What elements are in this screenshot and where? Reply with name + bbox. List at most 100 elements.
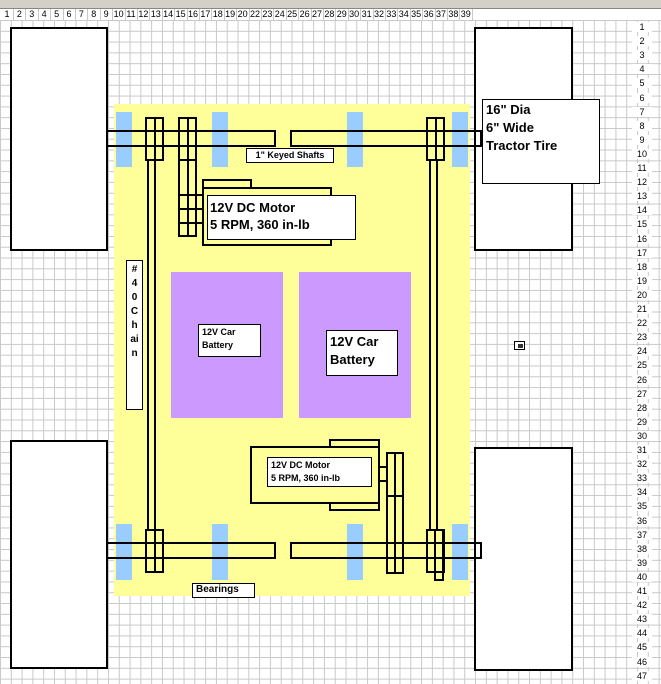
column-header[interactable]: 3 [26,9,39,20]
motor-top-label[interactable]: 12V DC Motor 5 RPM, 360 in-lb [207,195,356,240]
row-header[interactable]: 36 [632,515,652,526]
column-header[interactable]: 2 [13,9,27,20]
bearings-label[interactable]: Bearings [192,583,255,598]
row-header[interactable]: 13 [632,191,652,202]
row-header[interactable]: 45 [632,642,652,653]
row-header[interactable]: 9 [632,134,652,145]
column-header[interactable]: 6 [63,9,76,20]
column-header[interactable]: 15 [175,9,188,20]
row-header[interactable]: 7 [632,106,652,117]
column-header[interactable]: 4 [38,9,52,20]
column-header[interactable]: 7 [75,9,89,20]
row-header[interactable]: 29 [632,416,652,427]
row-header[interactable]: 5 [632,78,652,89]
column-header[interactable]: 33 [386,9,399,20]
row-header[interactable]: 23 [632,332,652,343]
column-header[interactable]: 17 [200,9,213,20]
row-header[interactable]: 4 [632,64,652,75]
row-header[interactable]: 43 [632,614,652,625]
row-header[interactable]: 15 [632,219,652,230]
row-header[interactable]: 2 [632,36,652,47]
column-header[interactable]: 25 [287,9,300,20]
row-header[interactable]: 37 [632,529,652,540]
bearing[interactable] [212,524,228,580]
bearing[interactable] [116,112,132,167]
column-header[interactable]: 9 [100,9,114,20]
column-header[interactable]: 19 [225,9,238,20]
column-header[interactable]: 20 [237,9,250,20]
row-header[interactable]: 32 [632,459,652,470]
column-letter-header[interactable] [0,0,661,9]
row-header[interactable]: 31 [632,445,652,455]
row-header[interactable]: 34 [632,487,652,498]
column-header[interactable]: 16 [187,9,200,20]
row-header[interactable]: 21 [632,304,652,314]
row-header[interactable]: 46 [632,656,652,667]
row-header[interactable]: 27 [632,388,652,399]
column-header[interactable]: 24 [274,9,287,20]
column-header[interactable]: 1 [1,9,14,20]
tire-rear-right[interactable] [474,447,573,671]
row-header[interactable]: 11 [632,163,652,173]
column-header[interactable]: 36 [423,9,436,20]
column-header[interactable]: 18 [212,9,225,20]
bearing[interactable] [212,112,228,167]
row-header[interactable]: 3 [632,50,652,61]
row-header[interactable]: 8 [632,120,652,131]
column-header[interactable]: 27 [311,9,324,20]
row-header[interactable]: 19 [632,275,652,286]
row-header[interactable]: 10 [632,148,652,159]
motor-bottom-label[interactable]: 12V DC Motor 5 RPM, 360 in-lb [267,457,372,487]
row-header[interactable]: 47 [632,670,652,681]
column-header[interactable]: 29 [336,9,349,20]
bearing[interactable] [347,112,363,167]
shafts-label[interactable]: 1" Keyed Shafts [246,148,334,163]
tire-rear-left[interactable] [10,440,108,669]
row-header[interactable]: 35 [632,501,652,512]
bearing[interactable] [452,524,468,580]
row-header[interactable]: 41 [632,586,652,596]
tire-spec-label[interactable]: 16" Dia 6" Wide Tractor Tire [482,99,600,184]
bearing[interactable] [452,112,468,167]
column-header[interactable]: 22 [249,9,262,20]
battery-left-label[interactable]: 12V Car Battery [198,324,261,357]
row-header[interactable]: 40 [632,571,652,582]
row-header[interactable]: 16 [632,233,652,244]
row-header[interactable]: 26 [632,374,652,385]
column-header[interactable]: 32 [373,9,386,20]
column-header[interactable]: 5 [51,9,64,20]
column-header[interactable]: 14 [163,9,176,20]
row-header[interactable]: 44 [632,628,652,639]
row-header[interactable]: 17 [632,247,652,258]
column-header[interactable]: 13 [150,9,163,20]
battery-right-label[interactable]: 12V Car Battery [326,330,398,376]
chain-label[interactable]: #40 Chain [126,260,143,410]
column-header[interactable]: 23 [262,9,275,20]
row-header[interactable]: 18 [632,261,652,272]
column-header[interactable]: 31 [361,9,374,20]
column-header[interactable]: 37 [435,9,448,20]
bearing[interactable] [116,524,132,580]
row-header[interactable]: 38 [632,543,652,554]
column-header[interactable]: 34 [398,9,411,20]
column-header[interactable]: 26 [299,9,312,20]
column-header[interactable]: 28 [324,9,337,20]
row-header[interactable]: 30 [632,430,652,441]
row-header[interactable]: 25 [632,360,652,371]
row-header[interactable]: 14 [632,205,652,216]
row-header[interactable]: 24 [632,346,652,357]
row-header[interactable]: 33 [632,473,652,484]
row-header[interactable]: 28 [632,402,652,413]
row-header[interactable]: 1 [632,22,652,32]
column-header[interactable]: 12 [138,9,151,20]
row-header[interactable]: 6 [632,92,652,103]
column-header[interactable]: 38 [448,9,461,20]
row-header[interactable]: 12 [632,177,652,188]
column-header[interactable]: 35 [411,9,424,20]
column-header[interactable]: 10 [113,9,126,20]
row-header[interactable]: 39 [632,557,652,568]
row-header[interactable]: 22 [632,318,652,329]
column-header[interactable]: 8 [88,9,101,20]
row-header[interactable]: 42 [632,600,652,611]
paste-options-icon[interactable] [514,341,525,350]
